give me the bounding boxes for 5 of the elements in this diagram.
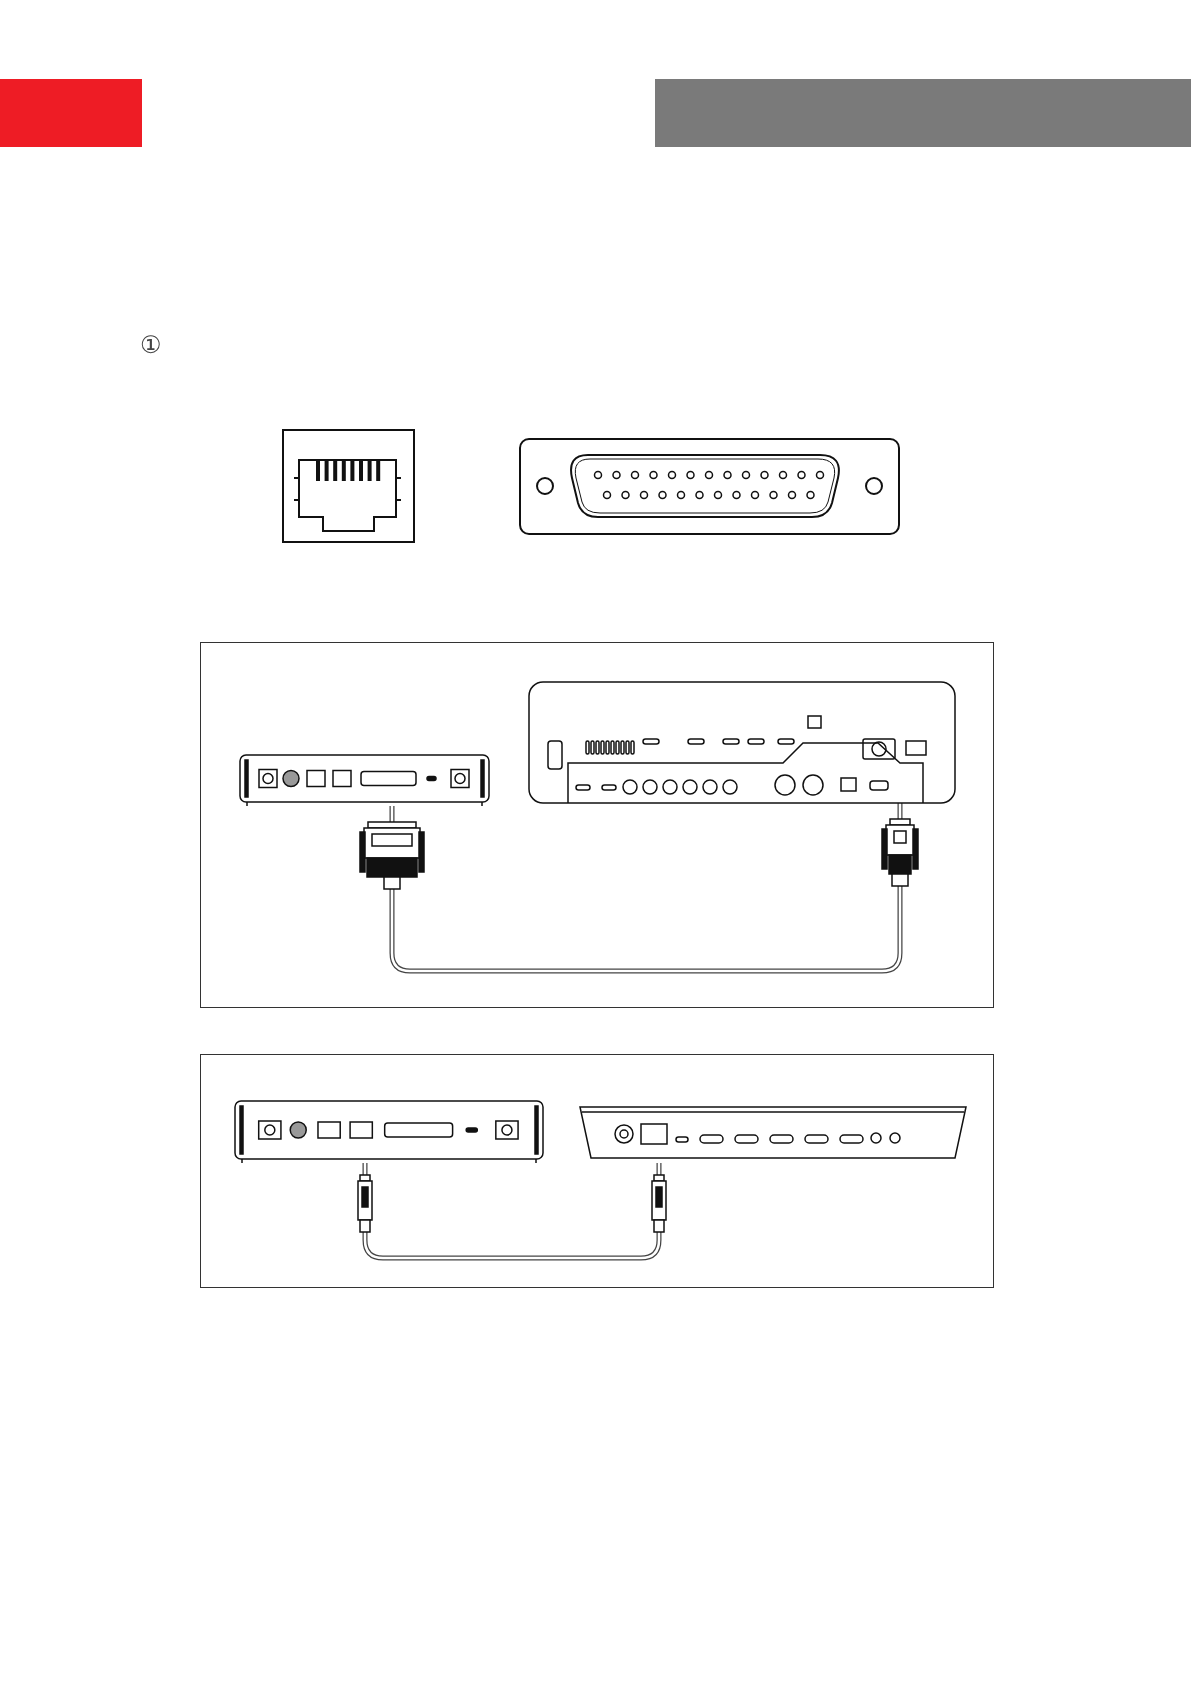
cable (362, 1163, 662, 1261)
step-number: ① (140, 332, 162, 359)
panel-frame (200, 1054, 994, 1288)
cable (389, 803, 903, 974)
panel-frame (200, 642, 994, 1008)
